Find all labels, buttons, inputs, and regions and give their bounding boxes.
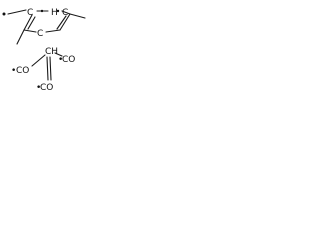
atom-ring-h: H: [51, 8, 58, 18]
chemical-structure: C H C C CH CO CO CO • • •: [2, 8, 86, 93]
ring-bonds: [7, 9, 86, 45]
bond-ring-bottom-left: [23, 29, 37, 33]
atom-carbonyl-bottom: CO: [40, 83, 53, 93]
bond-methyl-left-to-ring: [7, 9, 27, 15]
bond-metal-carbonyl-bottom: [46, 56, 49, 81]
radical-marker-right: •: [58, 55, 63, 65]
radical-dot-left: [2, 12, 6, 16]
atom-metal: CH: [45, 47, 58, 57]
carbonyl-bonds: [31, 52, 63, 81]
bond-ring-right-down-double: [56, 15, 67, 30]
atom-carbonyl-left: CO: [16, 66, 29, 76]
bond-methyl-bottom: [16, 29, 25, 45]
bond-metal-carbonyl-right: [54, 52, 63, 57]
radical-marker-bottom: •: [36, 83, 41, 93]
bond-ring-left-down: [23, 14, 33, 31]
atom-carbonyl-right: CO: [62, 55, 75, 65]
atom-ring-ch-left: C: [27, 8, 33, 18]
bond-ring-left-down-double: [27, 16, 36, 30]
bond-methyl-right: [69, 13, 86, 19]
radical-dot-ring-left: [40, 9, 44, 13]
bond-ring-bottom-right: [45, 29, 61, 33]
bond-ring-top-right: [61, 10, 71, 15]
atom-ring-ch-bottom: C: [37, 29, 43, 39]
bond-metal-carbonyl-left: [31, 54, 46, 67]
bond-metal-carbonyl-bottom-double: [49, 56, 52, 81]
atom-ring-ch-right: C: [62, 8, 68, 18]
radical-marker-left: •: [11, 66, 16, 76]
bond-ring-right-down: [59, 13, 71, 31]
radical-dot-ring-right: [56, 9, 60, 13]
